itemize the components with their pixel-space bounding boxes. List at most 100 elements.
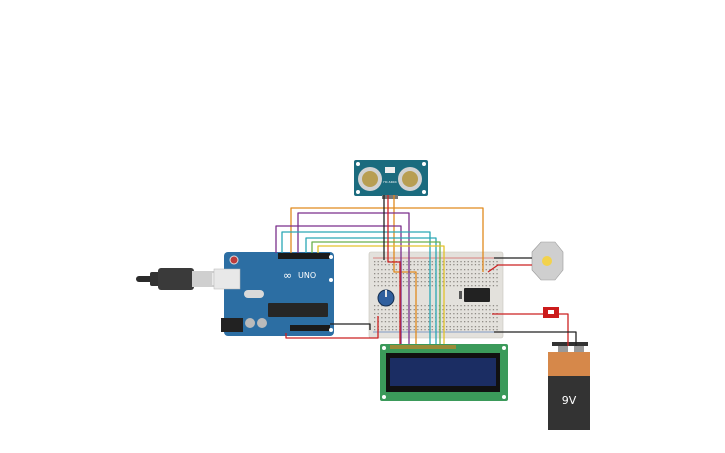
breadboard-hole: [388, 313, 390, 315]
breadboard-hole: [467, 269, 469, 271]
breadboard-hole: [485, 329, 487, 331]
breadboard-hole: [446, 329, 448, 331]
breadboard-hole: [417, 329, 419, 331]
breadboard-hole: [460, 285, 462, 287]
breadboard-hole: [485, 326, 487, 328]
breadboard-hole: [406, 264, 408, 266]
breadboard-hole: [442, 326, 444, 328]
breadboard-hole: [492, 305, 495, 307]
breadboard-hole: [482, 285, 484, 287]
breadboard-hole: [449, 281, 451, 283]
breadboard-hole: [467, 264, 469, 266]
breadboard-hole: [442, 329, 444, 331]
dc-motor[interactable]: [531, 241, 564, 281]
breadboard-hole: [460, 277, 462, 279]
breadboard-hole: [424, 326, 426, 328]
breadboard-hole: [446, 285, 448, 287]
breadboard-hole: [410, 309, 412, 311]
breadboard-hole: [406, 269, 408, 271]
usb-cable[interactable]: [136, 268, 230, 290]
breadboard-hole: [402, 317, 405, 319]
breadboard-hole: [377, 309, 379, 311]
breadboard-hole: [431, 326, 433, 328]
breadboard-hole: [456, 281, 459, 283]
breadboard-hole: [374, 261, 376, 263]
breadboard-hole: [392, 313, 394, 315]
breadboard-hole: [377, 313, 379, 315]
lcd-screen: [390, 358, 496, 386]
breadboard-hole: [449, 326, 451, 328]
breadboard-hole: [420, 329, 423, 331]
breadboard-hole: [449, 273, 451, 275]
breadboard-hole: [482, 281, 484, 283]
breadboard-hole: [417, 261, 419, 263]
breadboard-hole: [446, 313, 448, 315]
breadboard-hole: [446, 317, 448, 319]
breadboard-hole: [482, 321, 484, 323]
breadboard-hole: [413, 317, 415, 319]
arduino-uno-board[interactable]: ∞ UNO: [213, 252, 334, 336]
breadboard-hole: [428, 273, 430, 275]
breadboard-hole: [496, 277, 498, 279]
breadboard-hole: [478, 305, 480, 307]
breadboard-hole: [464, 264, 466, 266]
breadboard-hole: [442, 317, 444, 319]
breadboard-hole: [485, 273, 487, 275]
breadboard-hole: [395, 326, 397, 328]
breadboard-hole: [460, 309, 462, 311]
breadboard-hole: [374, 264, 376, 266]
breadboard-hole: [381, 281, 383, 283]
lcd-display-16x2[interactable]: [380, 344, 508, 401]
breadboard-hole: [402, 309, 405, 311]
breadboard-hole: [489, 317, 491, 319]
slide-switch[interactable]: [543, 307, 559, 318]
breadboard-hole: [388, 317, 390, 319]
breadboard-hole: [496, 305, 498, 307]
breadboard-hole: [420, 269, 423, 271]
breadboard-hole: [374, 326, 376, 328]
breadboard-hole: [446, 261, 448, 263]
breadboard-hole: [377, 281, 379, 283]
breadboard-hole: [417, 309, 419, 311]
breadboard-hole: [489, 285, 491, 287]
battery-9v[interactable]: 9V: [548, 342, 590, 430]
breadboard-hole: [374, 321, 376, 323]
breadboard-hole: [410, 269, 412, 271]
breadboard-hole: [384, 269, 387, 271]
breadboard-hole: [467, 309, 469, 311]
breadboard-hole: [449, 329, 451, 331]
breadboard-hole: [485, 281, 487, 283]
breadboard-hole: [446, 326, 448, 328]
breadboard-hole: [464, 321, 466, 323]
breadboard-hole: [474, 264, 477, 266]
breadboard-hole: [395, 269, 397, 271]
breadboard-hole: [460, 273, 462, 275]
breadboard-hole: [428, 317, 430, 319]
breadboard-hole: [456, 261, 459, 263]
breadboard-hole: [485, 321, 487, 323]
wires: [275, 195, 577, 346]
breadboard-hole: [431, 261, 433, 263]
breadboard-hole: [442, 281, 444, 283]
reset-button[interactable]: [229, 255, 239, 265]
breadboard-hole: [395, 313, 397, 315]
breadboard-hole: [413, 313, 415, 315]
ultrasonic-sensor[interactable]: HC-SR04: [354, 160, 428, 199]
breadboard-hole: [410, 313, 412, 315]
breadboard-hole: [413, 269, 415, 271]
breadboard-hole: [449, 277, 451, 279]
breadboard-hole: [374, 305, 376, 307]
breadboard-hole: [406, 305, 408, 307]
motor-driver-chip: [464, 288, 490, 302]
breadboard-hole: [485, 261, 487, 263]
breadboard-hole: [402, 313, 405, 315]
breadboard-hole: [428, 313, 430, 315]
breadboard-hole: [460, 269, 462, 271]
breadboard-hole: [420, 264, 423, 266]
breadboard-hole: [424, 305, 426, 307]
breadboard-hole: [402, 277, 405, 279]
breadboard-hole: [402, 321, 405, 323]
breadboard-hole: [449, 261, 451, 263]
breadboard-hole: [471, 309, 473, 311]
breadboard-hole: [410, 329, 412, 331]
